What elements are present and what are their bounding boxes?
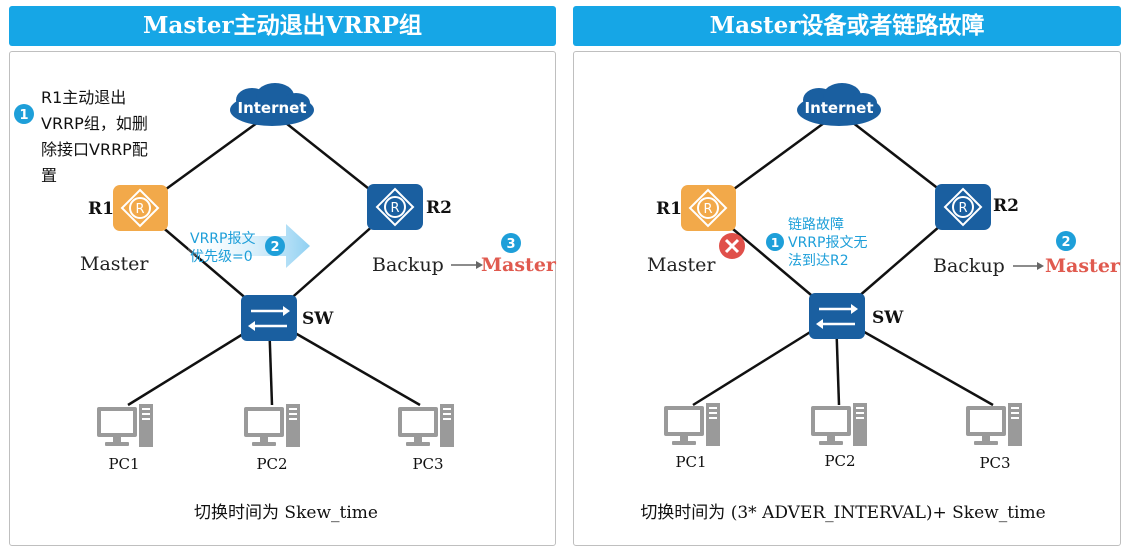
step1-text-line1: 链路故障	[788, 217, 844, 233]
right-diagram: Internet R R1 Master R R2 Backup	[640, 83, 1121, 523]
step2-badge	[265, 236, 285, 256]
step1-text-line3: 法到达R2	[788, 253, 849, 269]
left-footer: 切换时间为 Skew_time	[194, 503, 378, 523]
step1-text-line3: 除接口VRRP配	[41, 140, 148, 159]
pc-icon	[97, 404, 153, 447]
panel-right-title: Master设备或者链路故障	[573, 6, 1121, 46]
step3-badge	[501, 233, 521, 253]
r1-label: R1	[88, 199, 114, 219]
internet-label: Internet	[804, 99, 873, 117]
fault-x-icon	[719, 233, 745, 259]
router-icon: R	[935, 184, 991, 230]
step2-text-line1: VRRP报文	[190, 231, 255, 247]
step1-text-line1: R1主动退出	[41, 88, 126, 107]
sw-label: SW	[872, 308, 904, 328]
pc-icon	[664, 403, 720, 446]
step2-text-line2: 优先级=0	[190, 249, 253, 265]
r1-label: R1	[656, 199, 682, 219]
r2-role-backup: Backup	[933, 255, 1005, 277]
pc2-label: PC2	[256, 455, 287, 473]
svg-text:1: 1	[771, 236, 779, 250]
step1-badge	[766, 233, 784, 251]
sw-label: SW	[302, 309, 334, 329]
pc-icon	[244, 404, 300, 447]
router-icon: R	[681, 185, 736, 231]
pc2-label: PC2	[824, 452, 855, 470]
svg-text:3: 3	[506, 237, 515, 252]
pc3-label: PC3	[979, 454, 1010, 472]
r2-role-master: Master	[1045, 255, 1121, 277]
r1-role: Master	[647, 254, 716, 276]
arrow-right-icon	[1013, 262, 1044, 270]
svg-text:R: R	[958, 201, 967, 216]
step2-badge	[1056, 231, 1076, 251]
pc1-label: PC1	[108, 455, 139, 473]
svg-text:1: 1	[19, 108, 28, 123]
left-diagram: Internet R R1 Master R R2 Backup Master	[14, 83, 557, 523]
r2-role-master: Master	[481, 254, 557, 276]
step1-text-line4: 置	[41, 166, 57, 185]
router-icon: R	[367, 184, 423, 230]
pc3-label: PC3	[412, 455, 443, 473]
arrow-right-icon	[188, 224, 310, 268]
arrow-right-icon	[451, 261, 483, 269]
pc-icon	[966, 403, 1022, 446]
right-footer: 切换时间为 (3* ADVER_INTERVAL)+ Skew_time	[640, 503, 1045, 523]
internet-label: Internet	[237, 99, 306, 117]
cloud-icon	[797, 83, 881, 126]
pc-icon	[811, 403, 867, 446]
r2-label: R2	[993, 196, 1019, 216]
svg-text:2: 2	[270, 240, 279, 255]
r2-label: R2	[426, 198, 452, 218]
r1-role: Master	[80, 253, 149, 275]
switch-icon	[241, 295, 297, 341]
router-icon: R	[113, 185, 168, 231]
svg-text:2: 2	[1061, 235, 1070, 250]
panel-left-title: Master主动退出VRRP组	[9, 6, 556, 46]
step1-text-line2: VRRP报文无	[788, 235, 867, 251]
r2-role-backup: Backup	[372, 254, 444, 276]
step1-text-line2: VRRP组，如删	[41, 114, 148, 133]
svg-text:R: R	[390, 201, 399, 216]
svg-text:R: R	[703, 202, 712, 217]
pc-icon	[398, 404, 454, 447]
cloud-icon	[230, 83, 314, 126]
switch-icon	[809, 293, 865, 339]
step1-badge	[14, 104, 34, 124]
pc1-label: PC1	[675, 453, 706, 471]
svg-text:R: R	[135, 202, 144, 217]
